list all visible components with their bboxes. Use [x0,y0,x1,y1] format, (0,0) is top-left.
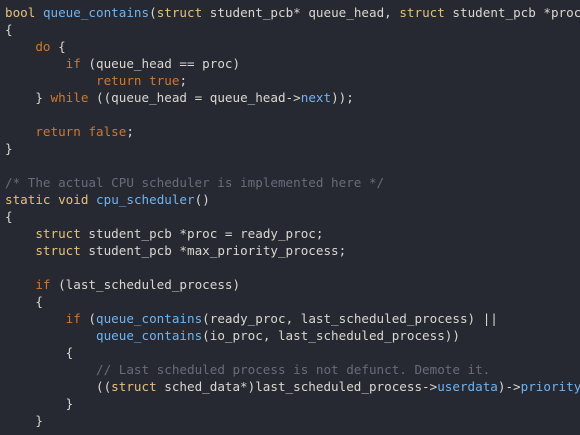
code-token: student_pcb* queue_head, [202,5,400,20]
code-token: if [35,277,51,292]
code-line[interactable]: } [5,412,580,429]
code-token: { [5,209,13,224]
code-line[interactable]: /* The actual CPU scheduler is implement… [5,174,580,191]
code-token [51,192,59,207]
code-token: queue_contains [96,311,203,326]
code-token: { [5,294,43,309]
code-token: ; [179,73,188,88]
code-token [5,311,66,326]
code-token [5,430,35,435]
code-line[interactable]: do { [5,38,580,55]
code-line[interactable]: return true; [5,72,580,89]
code-token: queue_contains [42,5,150,20]
code-token [35,5,43,20]
code-token: next [300,90,332,105]
code-line[interactable]: { [5,21,580,38]
code-token: } [5,141,13,156]
code-token: student_pcb *max_priority_process; [80,243,347,258]
code-token: (io_proc, last_scheduled_process)) [202,328,460,343]
code-line[interactable]: ​ [5,157,580,174]
code-line[interactable]: } [5,395,580,412]
code-token: bool [5,5,36,20]
code-token: { [5,345,74,360]
code-token: student_pcb *proc) [444,5,580,20]
code-line[interactable]: static void cpu_scheduler() [5,191,580,208]
code-token: /* The actual CPU scheduler is implement… [5,175,385,190]
code-token [5,124,35,139]
code-line[interactable]: } [5,140,580,157]
code-token: true [149,73,180,88]
code-token: void [58,192,89,207]
code-line[interactable]: { [5,208,580,225]
code-token: priority [520,379,580,394]
code-line[interactable]: ​ [5,259,580,276]
code-token: { [50,39,66,54]
code-token [5,39,35,54]
code-token: } [5,396,74,411]
code-token: struct [156,5,203,20]
code-token: userdata [437,379,498,394]
code-token [5,277,35,292]
code-token [5,328,96,343]
code-token: return [35,124,81,139]
code-token [5,73,96,88]
code-line[interactable]: // Last scheduled process is not defunct… [5,361,580,378]
code-token: false [88,124,127,139]
code-line[interactable]: ((struct sched_data*)last_scheduled_proc… [5,378,580,395]
code-token: (ready_proc, last_scheduled_process) || [202,311,498,326]
code-token: static [5,192,51,207]
code-line[interactable]: } while ((queue_head = queue_head->next)… [5,89,580,106]
code-token: // Last scheduled process is not defunct… [96,362,491,377]
code-token: ; [126,124,134,139]
code-token: struct [399,5,445,20]
code-line[interactable]: { [5,344,580,361]
code-token [5,243,35,258]
code-line[interactable]: bool queue_contains(struct student_pcb* … [5,4,580,21]
code-token: while [50,90,89,105]
code-token [88,192,96,207]
code-token: { [5,22,13,37]
code-line[interactable]: ​ [5,106,580,123]
code-token: struct [111,379,157,394]
code-token: struct [35,243,81,258]
code-token: (( [5,379,112,394]
code-line[interactable]: if (queue_head == proc) [5,55,580,72]
code-token: cpu_scheduler [96,192,195,207]
code-token [5,56,66,71]
code-line[interactable]: return false; [5,123,580,140]
code-token: ((queue_head = queue_head-> [88,90,301,105]
code-token: ( [149,5,157,20]
code-token [5,362,96,377]
code-line[interactable]: if (queue_contains(ready_proc, last_sche… [5,310,580,327]
code-token: (queue_head == proc) [80,56,241,71]
code-token: student_pcb *proc = ready_proc; [80,226,324,241]
code-token: )-> [497,379,521,394]
code-token: do [35,39,51,54]
code-token: )); [331,90,354,105]
code-token: if [65,56,81,71]
code-line[interactable]: if (last_scheduled_process) [5,276,580,293]
code-token [5,226,35,241]
code-token: } [5,413,43,428]
code-line[interactable]: queue_contains(io_proc, last_scheduled_p… [5,327,580,344]
code-token: } [5,90,51,105]
code-token: queue_contains [96,328,203,343]
code-token: sched_data*)last_scheduled_process-> [156,379,438,394]
code-token: () [194,192,210,207]
code-token: return [96,73,142,88]
code-line[interactable]: struct student_pcb *proc = ready_proc; [5,225,580,242]
code-token: if [65,311,81,326]
code-token [142,73,150,88]
code-line[interactable]: { [5,293,580,310]
code-token: (last_scheduled_process) [50,277,241,292]
code-token: ( [80,311,97,326]
code-line[interactable]: struct student_pcb *max_priority_process… [5,242,580,259]
code-line[interactable] [5,429,580,435]
code-token: struct [35,226,81,241]
